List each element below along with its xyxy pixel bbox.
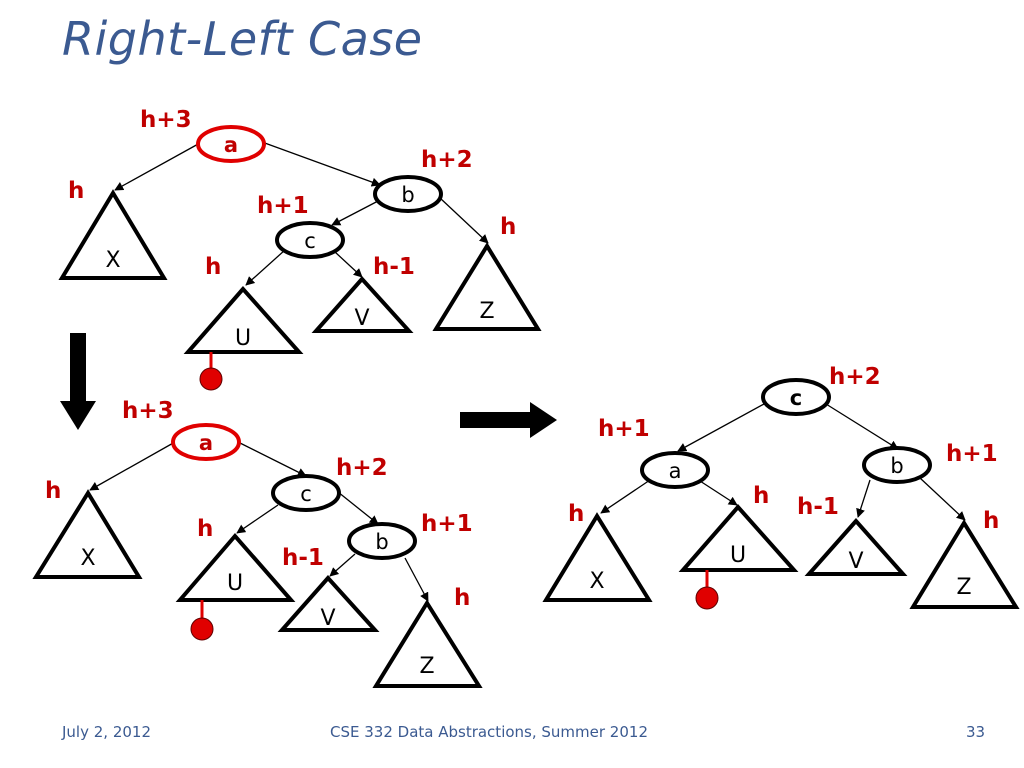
height-v: h-1 [373, 254, 415, 280]
height-x: h [45, 478, 61, 504]
tree-balanced: X U V Z c a b h+2 h+1 h+1 h h h-1 h [542, 364, 1020, 610]
height-v: h-1 [282, 545, 324, 571]
subtree-x-label: X [80, 546, 95, 571]
node-a [171, 423, 241, 461]
edge-b-v [329, 553, 356, 577]
subtree-x-label: X [105, 248, 120, 273]
node-c-label: c [790, 386, 802, 410]
height-x: h [68, 178, 84, 204]
tree-intermediate: X U V Z a c b h+3 h+2 h+1 h h h-1 h [32, 398, 483, 688]
node-a [640, 451, 710, 489]
node-b [347, 522, 417, 560]
edge-a-x [114, 142, 201, 191]
subtree-z-label: Z [479, 299, 494, 324]
step-arrow-right [460, 402, 557, 438]
subtree-x [542, 512, 653, 602]
height-z: h [983, 508, 999, 534]
subtree-x-label: X [589, 569, 604, 594]
node-c [761, 378, 831, 416]
edge-b-c [331, 199, 381, 226]
edge-a-c [237, 441, 307, 477]
edge-a-b [261, 141, 381, 187]
edge-b-z [439, 197, 489, 244]
edge-b-v [856, 479, 871, 518]
footer-date: July 2, 2012 [62, 723, 151, 741]
height-u: h [205, 254, 221, 280]
height-z: h [454, 585, 470, 611]
footer-page-number: 33 [966, 723, 986, 741]
height-z: h [500, 214, 516, 240]
tree-original: X U V Z a b c h+3 h+2 h+1 h h h-1 h [58, 107, 542, 391]
node-b [862, 446, 932, 484]
height-b: h+2 [421, 147, 473, 173]
edge-c-b [825, 403, 899, 450]
node-b-label: b [401, 183, 414, 207]
subtree-u-label: U [227, 571, 243, 596]
subtree-u [175, 532, 296, 602]
node-a-label: a [669, 459, 682, 483]
node-a [196, 125, 266, 163]
subtree-z-label: Z [956, 575, 971, 600]
subtree-u-label: U [235, 326, 251, 351]
subtree-v [311, 275, 414, 333]
edge-c-a [677, 403, 765, 452]
node-a-label: a [199, 431, 213, 455]
subtree-u [183, 285, 304, 354]
inserted-node-marker [695, 586, 719, 610]
node-c-label: c [304, 229, 316, 253]
slide-title: Right-Left Case [62, 12, 423, 66]
node-c [275, 221, 345, 259]
edge-b-z [919, 477, 966, 521]
edge-a-x [89, 441, 176, 491]
height-v: h-1 [797, 494, 839, 520]
subtree-x [32, 489, 143, 579]
node-a-label: a [224, 133, 238, 157]
height-a: h+3 [140, 107, 192, 133]
height-c: h+1 [257, 193, 309, 219]
inserted-node-marker [190, 617, 214, 641]
edge-c-u [245, 249, 286, 286]
edge-a-x [600, 479, 651, 514]
subtree-z-label: Z [419, 654, 434, 679]
subtree-z [372, 599, 483, 688]
subtree-v-label: V [848, 549, 863, 574]
height-b: h+1 [421, 511, 473, 537]
node-b-label: b [375, 530, 388, 554]
subtree-z [432, 242, 542, 331]
subtree-z [909, 519, 1020, 609]
node-b-label: b [890, 454, 903, 478]
inserted-node-marker [199, 367, 223, 391]
node-b [373, 175, 443, 213]
node-c-label: c [300, 482, 312, 506]
height-x: h [568, 501, 584, 527]
subtree-u [678, 503, 799, 572]
height-c: h+2 [336, 455, 388, 481]
height-u: h [197, 516, 213, 542]
subtree-v-label: V [320, 606, 335, 631]
height-b: h+1 [946, 441, 998, 467]
height-a: h+1 [598, 416, 650, 442]
subtree-x [58, 189, 168, 280]
edge-b-z [404, 557, 429, 602]
node-c [271, 474, 341, 512]
edge-c-b [337, 491, 379, 525]
subtree-v [277, 574, 380, 632]
subtree-v [804, 517, 908, 576]
edge-a-u [699, 480, 738, 506]
edge-c-v [334, 251, 363, 278]
height-u: h [753, 483, 769, 509]
footer-course: CSE 332 Data Abstractions, Summer 2012 [330, 723, 648, 741]
height-a: h+3 [122, 398, 174, 424]
step-arrow-down [60, 333, 96, 430]
subtree-v-label: V [354, 306, 369, 331]
height-c: h+2 [829, 364, 881, 390]
subtree-u-label: U [730, 543, 746, 568]
edge-c-u [236, 504, 279, 534]
